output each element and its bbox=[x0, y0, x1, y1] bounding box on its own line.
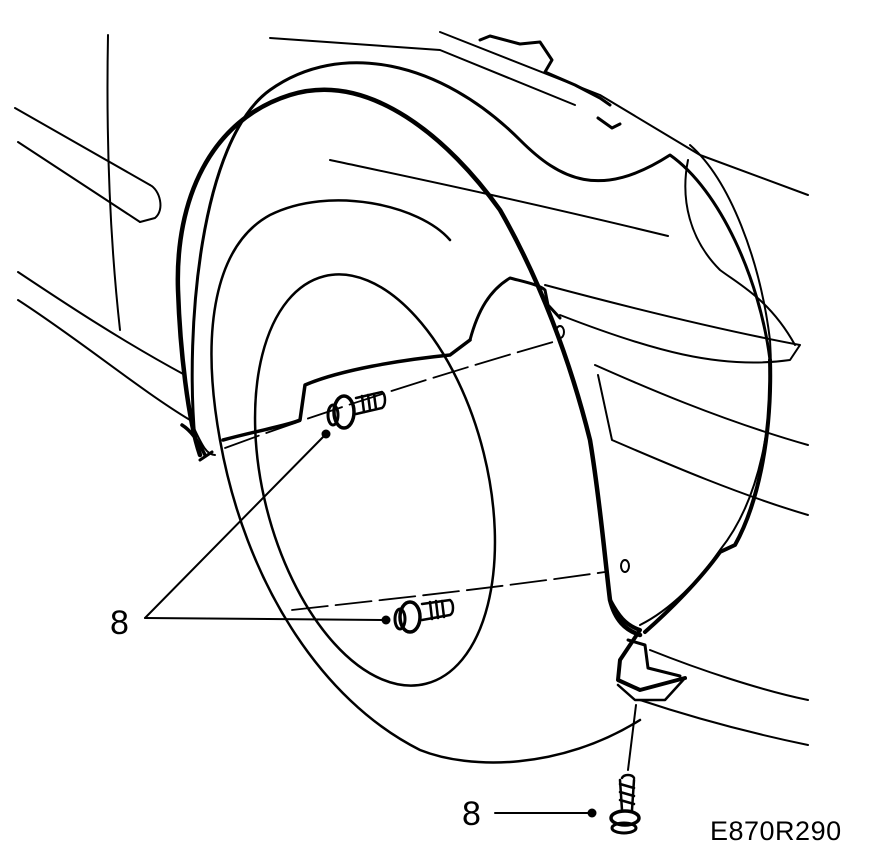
callout-label-upper: 8 bbox=[110, 604, 129, 642]
callout-label-lower: 8 bbox=[462, 795, 481, 833]
screw-upper-icon bbox=[326, 390, 387, 430]
screw-bottom-icon bbox=[609, 704, 641, 835]
wheel-rim bbox=[253, 273, 497, 687]
wheel-arch-liner bbox=[175, 61, 773, 702]
leader-dots bbox=[321, 429, 597, 818]
car-body-right bbox=[269, 31, 809, 746]
tyre-outer bbox=[210, 199, 642, 764]
mounting-holes bbox=[555, 325, 630, 573]
top-mounting-clip bbox=[478, 34, 622, 130]
hidden-edge-lines bbox=[224, 339, 606, 611]
callout-leaders bbox=[144, 433, 589, 814]
drawing-reference-id: E870R290 bbox=[710, 816, 842, 846]
car-body-left bbox=[14, 34, 216, 456]
screw-middle-icon bbox=[393, 598, 455, 634]
